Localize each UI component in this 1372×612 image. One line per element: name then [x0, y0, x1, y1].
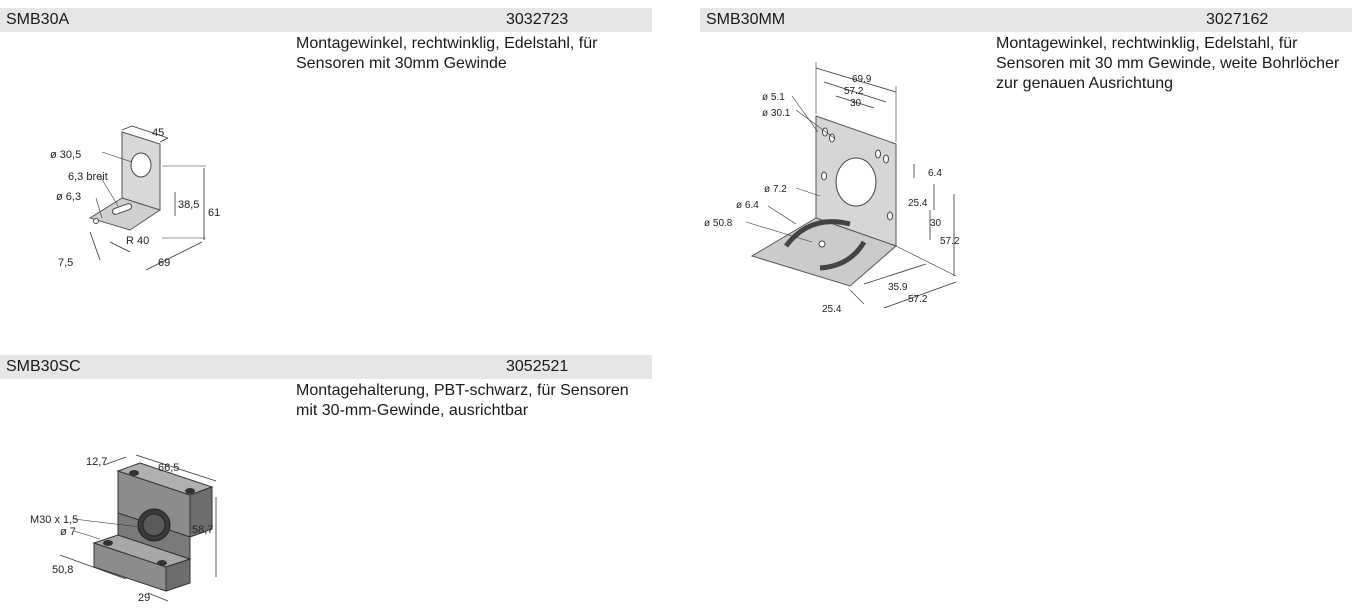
dim-vert-30: 30: [930, 218, 942, 229]
dim-width-665: 66,5: [158, 462, 179, 474]
product-code: 3052521: [506, 358, 569, 375]
dim-hole-301: ø 30.1: [762, 108, 791, 119]
dim-base-254: 25.4: [822, 304, 842, 315]
dim-vert-64: 6.4: [928, 168, 942, 179]
dim-thread: M30 x 1,5: [30, 514, 78, 526]
dim-slot-72: ø 7.2: [764, 184, 787, 195]
bracket-drawing-smb30a: 45 ø 30,5 6,3 breit ø 6,3 38,5 61 R 40 7…: [50, 125, 220, 271]
dim-radius: R 40: [126, 235, 149, 247]
dim-offset: 7,5: [58, 257, 73, 269]
dim-vert-572: 57.2: [940, 236, 960, 247]
dim-slot-508: ø 50.8: [704, 218, 733, 229]
bracket-drawing-smb30mm: 69.9 57.2 30 ø 5.1 ø 30.1 ø 7.2 ø 6.4 ø …: [704, 62, 960, 315]
dim-width: 45: [152, 127, 164, 139]
dim-height-inner: 38,5: [178, 199, 199, 211]
dim-hole-7: ø 7: [60, 526, 76, 538]
product-card-smb30sc: SMB30SC 3052521 Montagehalterung, PBT-sc…: [0, 355, 652, 604]
dim-height-587: 58,7: [192, 524, 213, 536]
dim-length: 69: [158, 257, 170, 269]
product-model: SMB30A: [6, 11, 70, 28]
dim-small-hole: ø 6,3: [56, 191, 81, 203]
product-card-smb30a: SMB30A 3032723 Montagewinkel, rechtwinkl…: [0, 8, 652, 271]
dim-width-572: 57.2: [844, 86, 864, 97]
product-code: 3027162: [1206, 11, 1269, 28]
holder-drawing-smb30sc: 12,7 66,5 M30 x 1,5 ø 7 58,7 50,8 29: [30, 454, 217, 604]
dim-hole: ø 30,5: [50, 149, 81, 161]
dim-base-359: 35.9: [888, 282, 908, 293]
dim-height: 61: [208, 207, 220, 219]
product-header: SMB30A 3032723: [0, 8, 652, 32]
dim-hole-51: ø 5.1: [762, 92, 785, 103]
product-model: SMB30MM: [706, 11, 786, 28]
dim-width-508: 50,8: [52, 564, 73, 576]
dim-vert-254: 25.4: [908, 198, 928, 209]
dim-width-127: 12,7: [86, 456, 107, 468]
dim-width-30: 30: [850, 98, 862, 109]
product-card-smb30mm: SMB30MM 3027162 Montagewinkel, rechtwink…: [700, 8, 1352, 315]
product-header: SMB30SC 3052521: [0, 355, 652, 379]
product-description: Montagehalterung, PBT-schwarz, für Senso…: [296, 382, 629, 419]
dim-breit: 6,3 breit: [68, 171, 108, 183]
product-description: Montagewinkel, rechtwinklig, Edelstahl, …: [296, 35, 598, 72]
dim-depth-29: 29: [138, 592, 150, 604]
product-model: SMB30SC: [6, 358, 81, 375]
dim-base-572: 57.2: [908, 294, 928, 305]
dim-width-699: 69.9: [852, 74, 872, 85]
product-code: 3032723: [506, 11, 569, 28]
product-header: SMB30MM 3027162: [700, 8, 1352, 32]
dim-slot-64: ø 6.4: [736, 200, 759, 211]
product-description: Montagewinkel, rechtwinklig, Edelstahl, …: [996, 35, 1340, 92]
